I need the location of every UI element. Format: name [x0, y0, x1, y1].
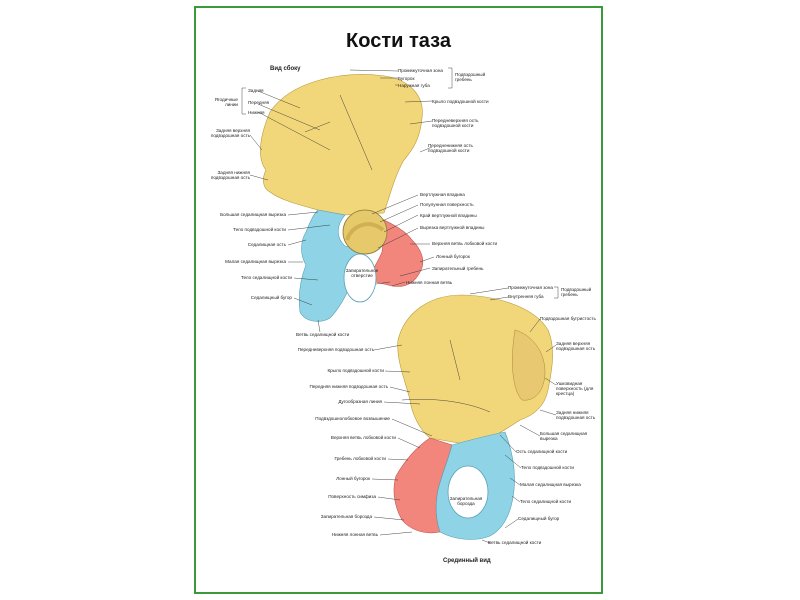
label-medial-iliac-crest: Подвздошный гребень	[561, 287, 592, 297]
label-outer-obturator-crest: Запирательный гребень	[432, 266, 484, 271]
label-medial-ischial-tuberosity: Седалищный бугор	[518, 516, 560, 521]
label-outer-outer-lip: Наружная губа	[398, 83, 430, 88]
label-outer-inferior-pubic-ramus: Нижняя лонная ветвь	[406, 280, 453, 285]
label-medial-psis: Задняя верхняя подвздошная ость	[556, 341, 596, 351]
label-medial-inner-lip: Внутренняя губа	[508, 294, 544, 299]
label-outer-lesser-sciatic: Малая седалищная вырезка	[225, 259, 286, 264]
label-medial-asis: Передневерхняя подвздошная ость	[297, 347, 374, 352]
label-outer-tubercle: Бугорок	[398, 76, 415, 81]
poster-title: Кости таза	[346, 30, 451, 52]
label-medial-arcuate-line: Дугообразная линия	[338, 399, 382, 404]
label-gluteal-inferior: Нижняя	[248, 110, 265, 115]
outer-acetabulum-lunate	[345, 222, 385, 241]
label-medial-piis: Задняя нижняя подвздошная ость	[556, 410, 596, 420]
label-outer-ischial-ramus: Ветвь седалищной кости	[296, 332, 350, 337]
label-medial-inferior-pubic-ramus: Нижняя лонная ветвь	[331, 532, 378, 537]
label-outer-obturator-foramen: Запирательное отверстие	[345, 268, 379, 278]
label-medial-greater-sciatic: Большая седалищная вырезка	[540, 431, 588, 441]
label-outer-ischial-tuberosity: Седалищный бугор	[250, 295, 292, 300]
label-outer-asis: Передневерхняя ость подвздошной кости	[432, 118, 479, 128]
label-medial-aiis: Передняя нижняя подвздошная ость	[309, 384, 388, 389]
label-medial-symphyseal: Поверхность симфиза	[328, 494, 376, 499]
medial-obturator-foramen	[447, 465, 489, 519]
label-medial-pubic-tubercle: Лонный бугорок	[336, 476, 370, 481]
label-medial-superior-pubic-ramus: Верхняя ветвь лобковой кости	[330, 435, 396, 440]
label-gluteal-anterior: Передняя	[248, 100, 270, 105]
outer-acetabulum	[342, 209, 388, 255]
label-outer-acetabulum: Вертлужная впадина	[420, 192, 465, 197]
label-medial-pecten-pubis: Гребень лобковой кости	[334, 456, 386, 461]
label-outer-iliac-crest: Подвздошный гребень	[455, 72, 486, 82]
brackets	[241, 67, 559, 299]
label-outer-greater-sciatic: Большая седалищная вырезка	[220, 212, 286, 217]
label-medial-obturator-groove-2: Запирательная борозда	[320, 514, 372, 519]
label-outer-acetabular-notch: Вырезка вертлужной впадины	[420, 225, 485, 230]
label-outer-acetabular-margin: Край вертлужной впадины	[420, 213, 477, 218]
label-outer-pubic-tubercle: Лонный бугорок	[436, 254, 470, 259]
label-outer-psis: Задняя верхняя подвздошная ость	[210, 128, 250, 138]
label-medial-iliopubic-eminence: Подвздошнолобковое возвышение	[315, 416, 390, 421]
label-outer-ischium-body: Тело седалищной кости	[240, 275, 292, 280]
medial-auricular	[512, 329, 546, 401]
label-medial-ischial-spine: Ость седалищной кости	[516, 449, 568, 454]
outer-leaders	[249, 69, 435, 333]
label-outer-lunate: Полулунная поверхность	[420, 202, 474, 207]
label-gluteal-posterior: Задняя	[248, 88, 264, 93]
label-medial-intermediate-zone: Промежуточная зона	[508, 285, 553, 290]
outer-obturator-foramen	[343, 253, 377, 303]
outer-ilium	[260, 74, 423, 216]
medial-ilium	[397, 294, 553, 446]
label-medial-lesser-sciatic: Малая седалищная вырезка	[520, 482, 581, 487]
label-medial-auricular: Ушковидная поверхность (для крестца)	[556, 381, 594, 396]
label-medial-ilium-body: Тело подвздошной кости	[521, 465, 574, 470]
label-medial-iliac-wing: Крыло подвздошной кости	[327, 368, 384, 373]
label-medial-iliac-tuberosity: Подвздошная бугристость	[540, 316, 596, 321]
medial-view-caption: Срединный вид	[443, 558, 491, 564]
label-outer-aiis: Передненижняя ость подвздошной кости	[428, 143, 473, 153]
label-outer-ilium-body: Тело подвздошной кости	[233, 227, 286, 232]
medial-view-bone	[393, 294, 553, 540]
label-medial-obturator-groove: Запирательная борозда	[449, 496, 483, 506]
label-medial-ischial-ramus: Ветвь седалищной кости	[488, 540, 542, 545]
label-outer-piis: Задняя нижняя подвздошная ость	[210, 170, 250, 180]
outer-view-caption: Вид сбоку	[270, 66, 301, 72]
label-gluteal-lines: Ягодичные линии	[214, 97, 238, 107]
label-outer-iliac-wing: Крыло подвздошной кости	[432, 99, 489, 104]
label-outer-superior-pubic-ramus: Верхняя ветвь лобковой кости	[432, 241, 498, 246]
medial-leaders	[371, 287, 557, 544]
label-outer-ischial-spine: Седалищная ость	[247, 242, 286, 247]
label-outer-intermediate-zone: Промежуточная зона	[398, 68, 443, 73]
label-medial-ischium-body: Тело седалищной кости	[520, 499, 572, 504]
outer-view-bone	[260, 74, 424, 322]
